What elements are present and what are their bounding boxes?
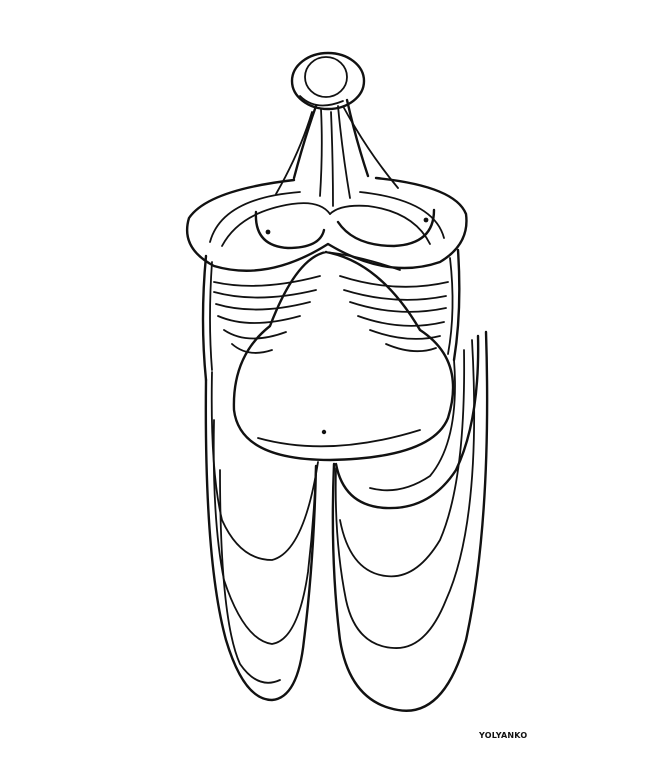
signature-text: YOLYANKO [478, 731, 527, 740]
figure-neck [275, 98, 399, 207]
figure-head [290, 51, 366, 111]
figure-leg-left [204, 371, 319, 702]
figure-chest [254, 208, 436, 250]
figure-ribs-right [339, 275, 449, 353]
figure-leg-right [331, 330, 489, 712]
artist-signature: YOLYANKO [478, 731, 527, 740]
figure-torso [201, 248, 461, 382]
figure-belly [232, 250, 455, 462]
figure-shoulders [185, 176, 468, 272]
figure-ribs-left [213, 275, 321, 354]
